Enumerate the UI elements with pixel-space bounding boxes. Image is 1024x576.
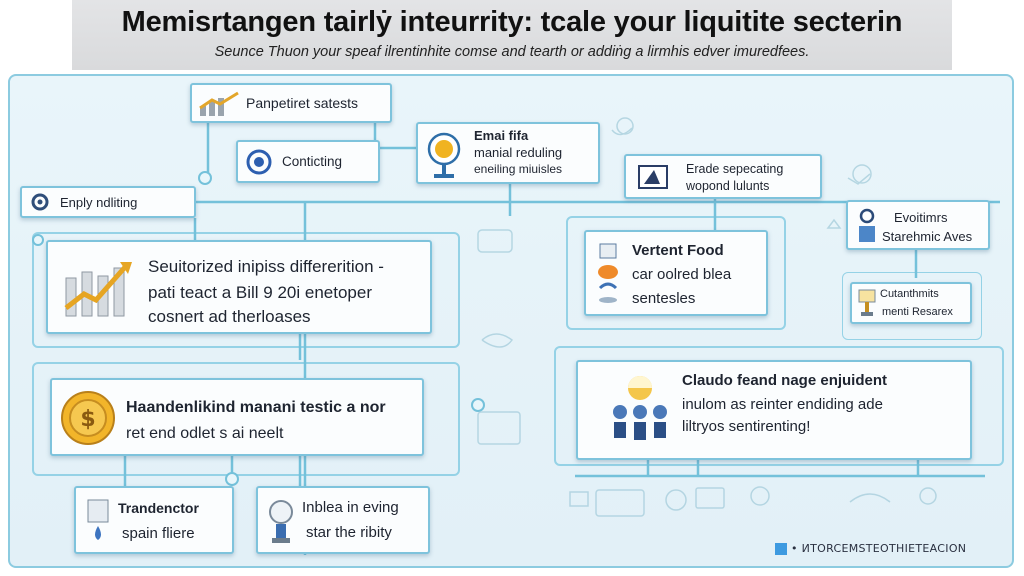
node-vertent-line-2: car oolred blea: [632, 266, 732, 283]
node-haandenlikind-line-1: Haandenlikind manani testic a nor: [126, 399, 386, 416]
svg-text:$: $: [80, 407, 95, 432]
title-band: [72, 0, 952, 70]
frame-left-top: [32, 232, 460, 348]
node-emai-line-2: manial reduling: [474, 145, 563, 160]
target-icon: [246, 149, 272, 175]
node-enply[interactable]: Enply ndliting: [20, 186, 196, 218]
node-erade-line-2: wopond lulunts: [686, 179, 770, 193]
gear-icon: [31, 193, 49, 211]
node-trandenctor-line-1: Trandenctor: [118, 500, 199, 516]
dollar-coin-icon: $: [61, 391, 115, 445]
footer-text: • ИTORCEMSTEOTHIETEACION: [791, 542, 967, 555]
node-enply-label: Enply ndliting: [60, 195, 138, 210]
node-trandenctor-line-2: spain fliere: [122, 525, 195, 542]
node-cutanthmits-line-1: Cutanthmits: [880, 288, 939, 300]
node-vertent-line-3: sentesles: [632, 290, 696, 307]
node-panpetiret[interactable]: Panpetiret satests: [190, 83, 392, 123]
node-claudo-line-2: inulom as reinter endiding ade: [682, 396, 883, 413]
food-stack-icon: [598, 243, 618, 303]
people-icon: [613, 376, 667, 440]
node-erade[interactable]: Erade sepecating wopond lulunts: [624, 154, 822, 199]
screen-icon: [638, 165, 668, 189]
node-conticting[interactable]: Conticting: [236, 140, 380, 183]
trophy-icon: [858, 289, 876, 316]
page-title: Memisrtangen tairlẏ inteurrity: tcale yo…: [121, 6, 903, 38]
node-seuitorized-line-3: cosnert ad therloases: [148, 307, 311, 326]
node-panpetiret-label: Panpetiret satests: [246, 95, 359, 111]
node-claudo-line-3: liltryos sentirenting!: [682, 418, 811, 435]
footer-square: [775, 543, 787, 555]
frame-right-top: [566, 216, 786, 330]
document-drop-icon: [87, 499, 109, 540]
node-conticting-label: Conticting: [282, 154, 343, 169]
coin-lamp-icon: [427, 132, 461, 178]
page-subtitle: Seunce Thuon your speaf ilrentinhite com…: [214, 44, 810, 60]
frame-right-side: [842, 272, 982, 340]
node-vertent[interactable]: Vertent Food car oolred blea sentesles: [584, 230, 768, 316]
node-vertent-line-1: Vertent Food: [632, 242, 724, 259]
node-haandenlikind-line-2: ret end odlet s ai neelt: [126, 425, 284, 442]
node-claudo-line-1: Claudo feand nage enjuident: [682, 372, 888, 389]
node-seuitorized[interactable]: Seuitorized inipiss differerition - pati…: [46, 240, 432, 334]
line-chart-icon: [199, 91, 239, 116]
frame-right-mid: [554, 346, 1004, 466]
node-claudo[interactable]: Claudo feand nage enjuident inulom as re…: [576, 360, 972, 460]
frame-left-mid: [32, 362, 460, 476]
node-evoitimrs-line-2: Starehmic Aves: [882, 229, 973, 244]
node-inblea[interactable]: Inblea in eving star the ribity: [256, 486, 430, 554]
growth-chart-icon: [64, 262, 132, 317]
beaker-icon: [269, 500, 293, 543]
node-emai-line-3: eneiling miuisles: [474, 162, 563, 176]
node-erade-line-1: Erade sepecating: [686, 162, 784, 176]
node-cutanthmits-line-2: menti Resarex: [882, 306, 953, 318]
node-emai-line-1: Emai fifa: [474, 128, 529, 143]
node-cutanthmits[interactable]: Cutanthmits menti Resarex: [850, 282, 972, 324]
node-inblea-line-2: star the ribity: [306, 524, 392, 541]
node-trandenctor[interactable]: Trandenctor spain fliere: [74, 486, 234, 554]
node-inblea-line-1: Inblea in eving: [302, 499, 399, 516]
node-evoitimrs[interactable]: Evoitimrs Starehmic Aves: [846, 200, 990, 250]
node-evoitimrs-line-1: Evoitimrs: [894, 210, 948, 225]
node-haandenlikind[interactable]: $ Haandenlikind manani testic a nor ret …: [50, 378, 424, 456]
tools-icon: [859, 208, 875, 242]
node-emai[interactable]: Emai fifa manial reduling eneiling miuis…: [416, 122, 600, 184]
node-seuitorized-line-1: Seuitorized inipiss differerition -: [148, 257, 384, 276]
node-seuitorized-line-2: pati teact a Bill 9 20i enetoper: [148, 283, 372, 302]
